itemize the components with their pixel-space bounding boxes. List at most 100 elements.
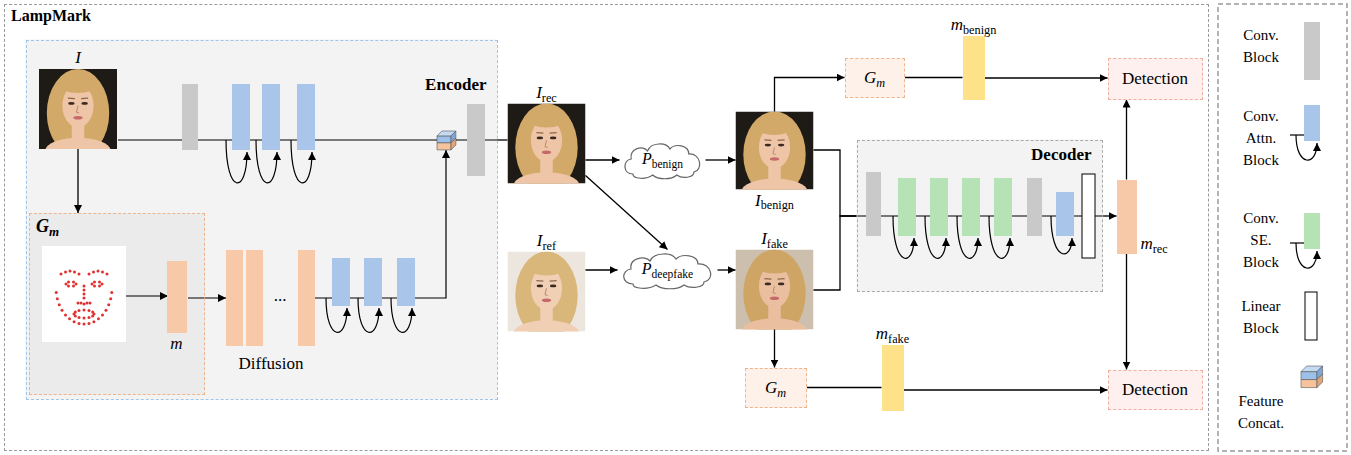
conv-block xyxy=(1027,178,1042,236)
text-part: m xyxy=(876,324,888,343)
face-image: Ibenign xyxy=(736,112,814,190)
landmark-dot xyxy=(92,270,95,273)
legend-swatch xyxy=(1304,105,1320,141)
cloud-outline xyxy=(624,143,699,178)
conv-block xyxy=(182,84,198,150)
face-part xyxy=(778,144,784,147)
text-part: I xyxy=(536,83,542,102)
landmark-image xyxy=(42,246,126,342)
face-part xyxy=(770,157,779,160)
framework-panel: LampMarkEncoderIGmmIrecIrefPbenignPdeepf… xyxy=(4,4,1209,451)
landmark-dot xyxy=(88,322,91,325)
text-part: Detection xyxy=(1122,69,1188,88)
attention-block xyxy=(232,84,250,150)
face-picture xyxy=(508,252,586,332)
text-subscript: rec xyxy=(542,91,557,105)
attention-block xyxy=(1056,192,1074,236)
legend-line xyxy=(1290,242,1304,243)
landmark-dot xyxy=(83,323,86,326)
attention-block xyxy=(262,84,280,150)
landmark-dot xyxy=(92,320,95,323)
connector-arrow xyxy=(718,269,736,270)
landmark-dot xyxy=(61,309,64,312)
landmark-dot xyxy=(74,311,77,314)
cube-face xyxy=(437,143,451,150)
detection-box: Detection xyxy=(1108,370,1203,410)
text-part: Decoder xyxy=(1031,145,1091,164)
face-picture xyxy=(508,104,586,184)
landmark-dot xyxy=(97,317,100,320)
text-part: I xyxy=(755,191,761,210)
face-part xyxy=(545,140,548,147)
text-subscript: benign xyxy=(963,23,996,37)
legend-text: Feature Concat. xyxy=(1232,390,1290,434)
se-block xyxy=(962,178,980,236)
landmark-dot xyxy=(60,273,63,276)
text-part: I xyxy=(537,231,543,250)
node-text: Gm xyxy=(765,378,786,398)
cube-face xyxy=(1301,372,1317,380)
face-part xyxy=(68,98,75,100)
panel-fills xyxy=(4,4,1209,451)
node-text: Pdeepfake xyxy=(642,260,693,278)
se-block xyxy=(930,178,948,236)
connector-arrow xyxy=(774,330,775,368)
landmark-dot xyxy=(58,303,61,306)
landmark-dot xyxy=(88,316,91,319)
node-text: mbenign xyxy=(951,15,997,35)
attention-block xyxy=(364,258,382,306)
face-part xyxy=(47,69,109,149)
panel-fill xyxy=(26,40,498,400)
face-part xyxy=(542,299,551,303)
face-part xyxy=(550,284,556,287)
legend-text: Conv. Block xyxy=(1232,24,1290,68)
text-part: m xyxy=(170,334,182,353)
attention-block xyxy=(332,258,350,306)
text-subscript: fake xyxy=(888,332,909,346)
landmark-dot xyxy=(78,273,81,276)
se-block xyxy=(898,178,916,236)
face-part xyxy=(528,112,565,128)
panel-fill xyxy=(4,4,1209,451)
legend-frame xyxy=(1218,4,1347,451)
landmark-dot xyxy=(65,283,68,286)
connector-arrow xyxy=(905,77,963,78)
face-part xyxy=(773,286,776,293)
text-part: P xyxy=(642,150,652,167)
linear-block xyxy=(1082,174,1095,258)
landmark-dot xyxy=(101,283,104,286)
landmark-dot xyxy=(83,297,86,300)
node-text: Encoder xyxy=(425,75,486,95)
watermark-bar: mfake xyxy=(882,345,904,411)
connector-arrow xyxy=(706,159,736,160)
landmark-dots xyxy=(55,270,114,326)
landmark-dot xyxy=(77,302,80,305)
connector-arrow xyxy=(904,389,1108,390)
face-part xyxy=(537,136,543,139)
connector-arrow xyxy=(586,159,620,160)
face-part xyxy=(743,250,805,330)
watermark-bar: mrec xyxy=(1117,180,1137,254)
connector-arrow xyxy=(807,387,882,388)
node-text: Irec xyxy=(536,83,557,103)
face-part xyxy=(770,297,779,301)
landmark-dot xyxy=(73,270,76,273)
connector-arrow xyxy=(1126,100,1127,180)
cube-face xyxy=(1301,380,1317,388)
connector-arrow xyxy=(77,149,78,213)
landmark-dot xyxy=(101,314,104,317)
face-part xyxy=(542,151,551,155)
legend-swatch xyxy=(1304,213,1320,249)
landmark-dot xyxy=(107,303,110,306)
landmark-dot xyxy=(86,302,89,305)
text-part: Encoder xyxy=(425,75,486,94)
stage-label: Diffusion xyxy=(239,354,304,374)
landmark-dot xyxy=(83,289,86,292)
face-part xyxy=(537,284,543,287)
legend-line xyxy=(1290,134,1304,135)
text-part: I xyxy=(75,48,81,67)
node-text: LampMark xyxy=(11,7,91,25)
legend-drawing xyxy=(1218,4,1347,451)
landmark-dot xyxy=(78,309,81,312)
